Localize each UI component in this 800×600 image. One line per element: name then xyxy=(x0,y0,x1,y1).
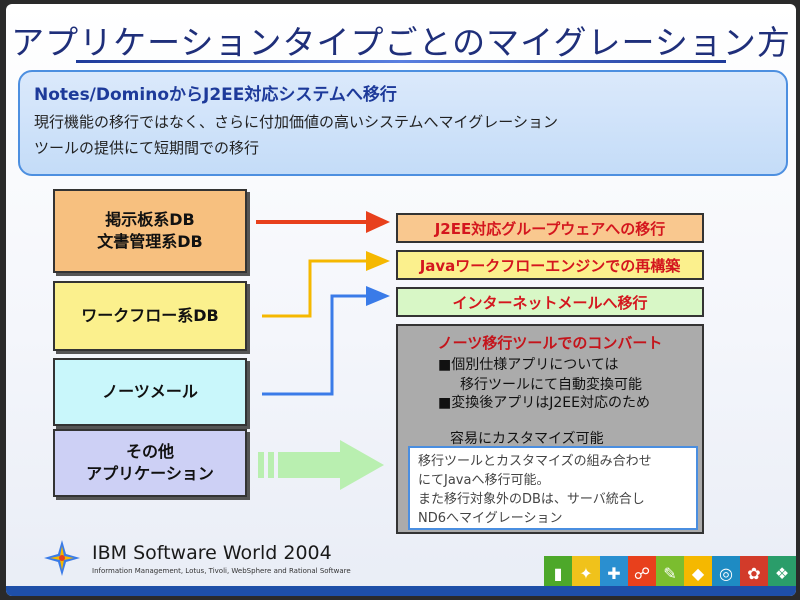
convert-title: ノーツ移行ツールでのコンバート xyxy=(437,334,663,352)
convert-line-2: 移行ツールにて自動変換可能 xyxy=(460,377,642,393)
target-groupware: J2EE対応グループウェアへの移行 xyxy=(396,213,704,243)
source-label: その他 xyxy=(125,442,174,461)
note-line: また移行対象外のDBは、サーバ統合し xyxy=(418,492,645,507)
arrow-other-to-convert xyxy=(258,440,384,490)
decorative-tiles: ▮ ✦ ✚ ☍ ✎ ◆ ◎ ✿ ❖ xyxy=(544,556,796,590)
note-box: 移行ツールとカスタマイズの組み合わせ にてJavaへ移行可能。 また移行対象外の… xyxy=(408,446,698,530)
title-underline xyxy=(76,60,726,63)
summary-heading: Notes/DominoからJ2EE対応システムへ移行 xyxy=(34,85,397,105)
tile-icon: ❖ xyxy=(768,556,796,590)
source-box-other-apps: その他 アプリケーション xyxy=(53,429,247,497)
arrow-workflow-to-java xyxy=(262,251,390,318)
source-label: ノーツメール xyxy=(102,382,198,401)
convert-line-1: ■個別仕様アプリについては xyxy=(438,357,619,373)
footer-brand: IBM Software World 2004 Information Mana… xyxy=(42,536,351,586)
note-line: 移行ツールとカスタマイズの組み合わせ xyxy=(418,454,652,469)
slide: アプリケーションタイプごとのマイグレーション方針 Notes/DominoからJ… xyxy=(6,4,796,596)
bottom-band xyxy=(6,586,796,596)
summary-box: Notes/DominoからJ2EE対応システムへ移行 現行機能の移行ではなく、… xyxy=(18,70,788,176)
convert-line-3: ■変換後アプリはJ2EE対応のため xyxy=(438,395,650,411)
target-java-workflow: Javaワークフローエンジンでの再構築 xyxy=(396,250,704,280)
note-line: ND6へマイグレーション xyxy=(418,511,563,526)
source-label: 文書管理系DB xyxy=(97,232,203,251)
tile-icon: ✿ xyxy=(740,556,768,590)
tile-icon: ☍ xyxy=(628,556,656,590)
ibm-star-logo-icon xyxy=(44,540,80,576)
arrow-bulletin-to-groupware xyxy=(256,211,390,233)
source-label: 掲示板系DB xyxy=(105,210,195,229)
tile-icon: ▮ xyxy=(544,556,572,590)
source-label: アプリケーション xyxy=(86,464,214,483)
tile-icon: ✎ xyxy=(656,556,684,590)
footer-title: IBM Software World 2004 xyxy=(92,542,332,564)
source-box-notes-mail: ノーツメール xyxy=(53,358,247,426)
source-box-workflow: ワークフロー系DB xyxy=(53,281,247,351)
tile-icon: ◆ xyxy=(684,556,712,590)
summary-line-2: ツールの提供にて短期間での移行 xyxy=(34,139,260,157)
arrow-mail-to-internet xyxy=(262,286,390,396)
summary-line-1: 現行機能の移行ではなく、さらに付加価値の高いシステムへマイグレーション xyxy=(34,113,558,131)
source-label: ワークフロー系DB xyxy=(81,306,219,325)
tile-icon: ◎ xyxy=(712,556,740,590)
footer-subtitle: Information Management, Lotus, Tivoli, W… xyxy=(92,567,351,575)
convert-line-4: 容易にカスタマイズ可能 xyxy=(450,431,604,447)
tile-icon: ✚ xyxy=(600,556,628,590)
target-internet-mail: インターネットメールへ移行 xyxy=(396,287,704,317)
note-line: にてJavaへ移行可能。 xyxy=(418,473,550,488)
source-box-bulletin-docs: 掲示板系DB 文書管理系DB xyxy=(53,189,247,273)
tile-icon: ✦ xyxy=(572,556,600,590)
